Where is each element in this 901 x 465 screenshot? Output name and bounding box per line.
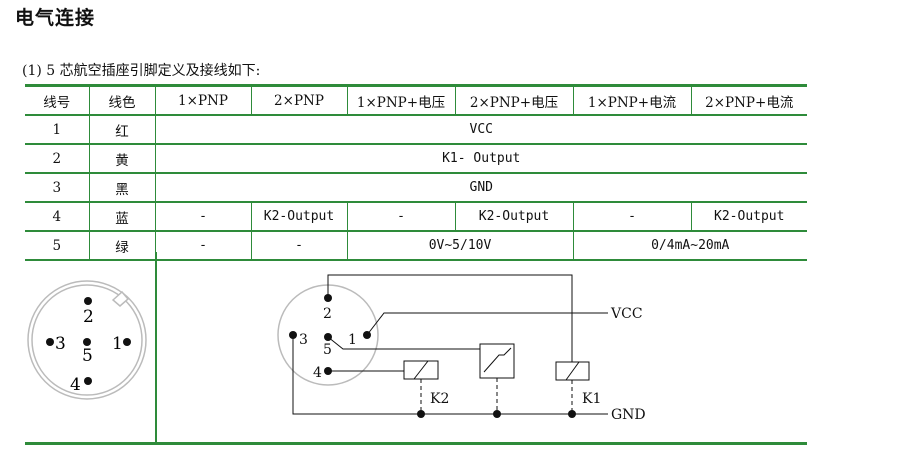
wiring-junctions bbox=[289, 294, 576, 418]
pin-label: 2 bbox=[83, 307, 94, 327]
junction-dot bbox=[417, 410, 425, 418]
signal-cell: - bbox=[155, 231, 252, 261]
header-cell: 1×PNP+电流 bbox=[573, 84, 692, 116]
signal-cell: K2-Output bbox=[455, 202, 574, 232]
pin-dot bbox=[289, 331, 297, 339]
wire-pin5-analog bbox=[327, 336, 480, 350]
wiring-diagram bbox=[277, 274, 608, 415]
pin-dot bbox=[84, 297, 92, 305]
signal-cell: 0/4mA~20mA bbox=[573, 231, 807, 261]
pin-dot bbox=[46, 338, 54, 346]
pin-label: 1 bbox=[112, 334, 123, 354]
header-cell: 2×PNP+电压 bbox=[455, 84, 574, 116]
pin-definition-caption: (1) 5 芯航空插座引脚定义及接线如下: bbox=[22, 63, 261, 79]
wire-pin1-vcc bbox=[366, 312, 608, 336]
pin-label: 4 bbox=[313, 365, 322, 381]
wire-pin3-gnd bbox=[292, 335, 608, 415]
junction-dot bbox=[493, 410, 501, 418]
table-row: 5 绿 - - 0V~5/10V 0/4mA~20mA bbox=[25, 231, 807, 261]
wire-color: 黑 bbox=[89, 173, 156, 203]
wire-color: 黄 bbox=[89, 144, 156, 174]
wire-color: 红 bbox=[89, 115, 156, 145]
signal-cell: K1- Output bbox=[155, 144, 807, 174]
diagram-bottom-rule bbox=[25, 442, 807, 445]
header-cell: 线号 bbox=[25, 84, 90, 116]
section-title: 电气连接 bbox=[15, 7, 96, 29]
header-cell: 1×PNP bbox=[155, 84, 252, 116]
table-row: 3 黑 GND bbox=[25, 173, 807, 203]
pin-dot bbox=[324, 294, 332, 302]
pin-definition-table: 线号 线色 1×PNP 2×PNP 1×PNP+电压 2×PNP+电压 1×PN… bbox=[25, 84, 807, 261]
table-row: 4 蓝 - K2-Output - K2-Output - K2-Output bbox=[25, 202, 807, 232]
connector-inner-ring bbox=[31, 284, 143, 396]
gnd-label: GND bbox=[611, 407, 646, 423]
wire-number: 4 bbox=[25, 202, 90, 232]
header-cell: 线色 bbox=[89, 84, 156, 116]
pin-dot bbox=[324, 333, 332, 341]
connector-outer-ring bbox=[27, 280, 147, 400]
k2-box-slash bbox=[413, 360, 429, 380]
wiring-labels: 2 3 1 5 4 VCC GND K1 K2 bbox=[299, 306, 646, 423]
signal-cell: K2-Output bbox=[251, 202, 348, 232]
pin-label: 3 bbox=[299, 332, 308, 348]
wire-color: 绿 bbox=[89, 231, 156, 261]
table-row: 2 黄 K1- Output bbox=[25, 144, 807, 174]
analog-box bbox=[479, 343, 515, 379]
header-cell: 1×PNP+电压 bbox=[347, 84, 456, 116]
k1-box-slash bbox=[565, 361, 580, 381]
pin-dot bbox=[324, 367, 332, 375]
signal-cell: - bbox=[573, 202, 692, 232]
wire-number: 2 bbox=[25, 144, 90, 174]
header-cell: 2×PNP+电流 bbox=[691, 84, 807, 116]
signal-cell: - bbox=[155, 202, 252, 232]
signal-cell: 0V~5/10V bbox=[347, 231, 574, 261]
pin-label: 4 bbox=[70, 375, 81, 395]
connector-key-notch bbox=[111, 290, 130, 307]
analog-box-slope bbox=[483, 347, 512, 373]
junction-dot bbox=[568, 410, 576, 418]
pin-label: 1 bbox=[348, 332, 357, 348]
wire-number: 1 bbox=[25, 115, 90, 145]
connector-front-view: 2 3 5 1 4 bbox=[27, 280, 147, 400]
signal-cell: - bbox=[347, 202, 456, 232]
pin-dot bbox=[83, 338, 91, 346]
pin-dot bbox=[123, 338, 131, 346]
pin-dot bbox=[84, 377, 92, 385]
pin-dot bbox=[363, 331, 371, 339]
table-row: 1 红 VCC bbox=[25, 115, 807, 145]
signal-cell: - bbox=[251, 231, 348, 261]
pin-label: 2 bbox=[323, 306, 332, 322]
wire-number: 3 bbox=[25, 173, 90, 203]
signal-cell: K2-Output bbox=[691, 202, 807, 232]
header-cell: 2×PNP bbox=[251, 84, 348, 116]
pin-label: 5 bbox=[323, 342, 332, 358]
pin-label: 5 bbox=[82, 346, 93, 366]
table-header-row: 线号 线色 1×PNP 2×PNP 1×PNP+电压 2×PNP+电压 1×PN… bbox=[25, 84, 807, 116]
vcc-label: VCC bbox=[610, 306, 643, 322]
wire-pin2-k1 bbox=[327, 274, 573, 362]
signal-cell: GND bbox=[155, 173, 807, 203]
wire-color: 蓝 bbox=[89, 202, 156, 232]
signal-cell: VCC bbox=[155, 115, 807, 145]
diagram-divider-vertical bbox=[155, 252, 157, 444]
k2-label: K2 bbox=[430, 391, 449, 407]
k1-label: K1 bbox=[582, 391, 601, 407]
pin-label: 3 bbox=[55, 334, 66, 354]
wire-number: 5 bbox=[25, 231, 90, 261]
